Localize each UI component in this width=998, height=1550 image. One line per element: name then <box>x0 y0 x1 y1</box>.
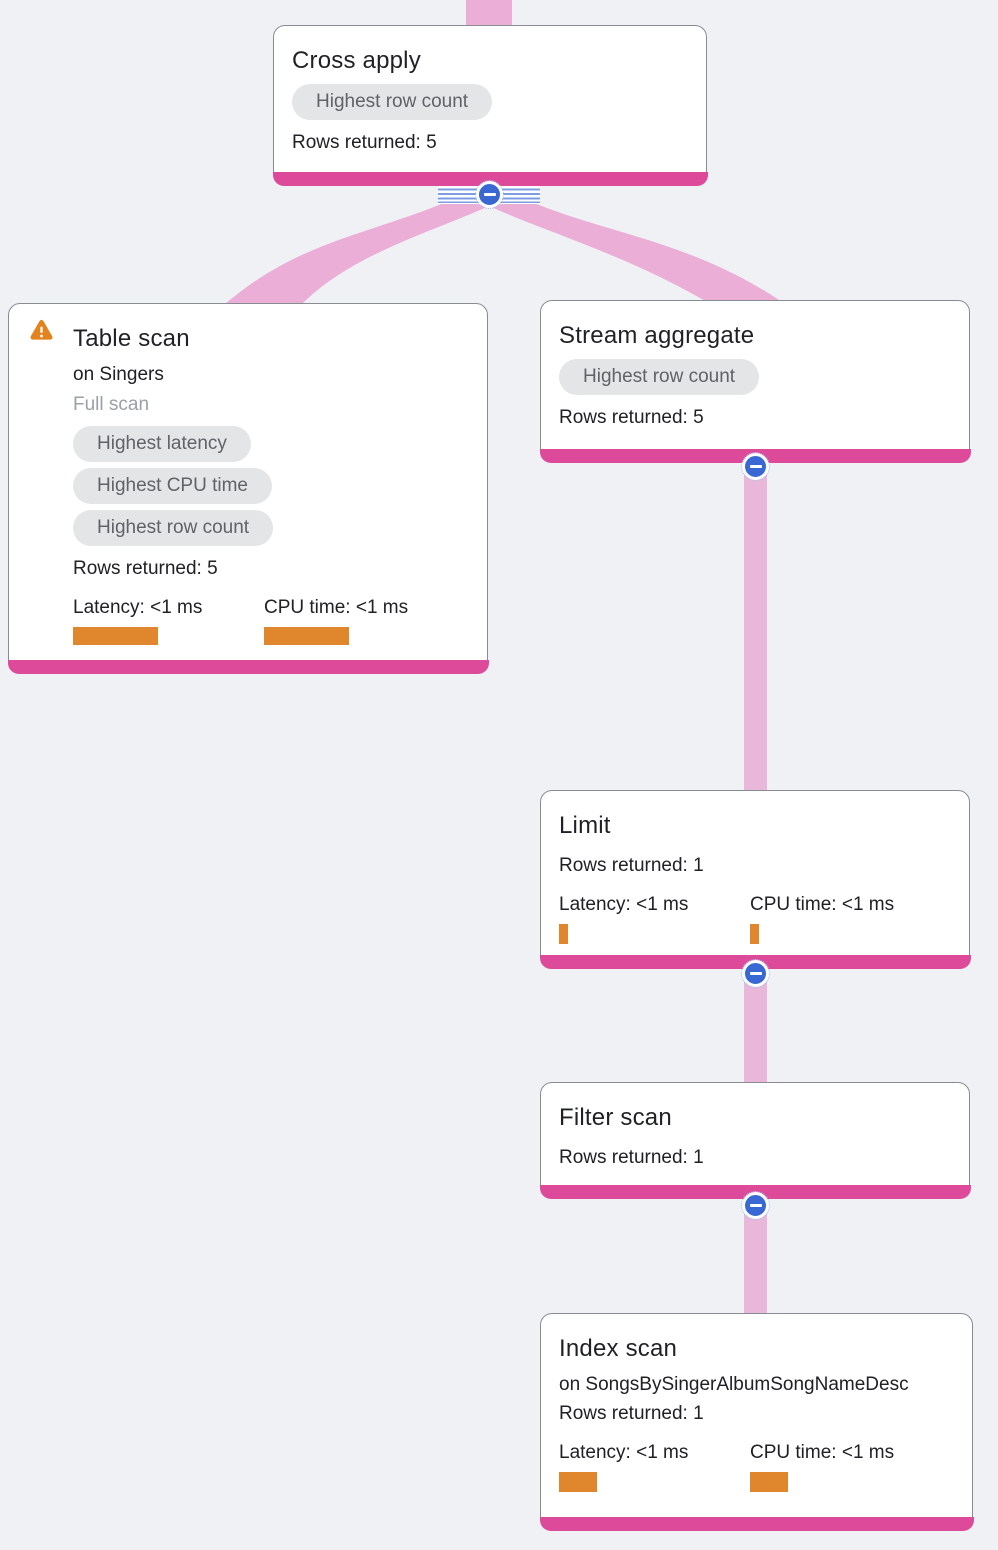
cpu-bar <box>750 1472 788 1492</box>
node-note: Full scan <box>73 394 150 415</box>
node-table-scan[interactable]: Table scan on Singers Full scan Highest … <box>7 303 489 674</box>
cpu-label: CPU time: <1 ms <box>750 1442 895 1463</box>
node-title: Limit <box>559 812 611 839</box>
cpu-metric: CPU time: <1 ms <box>750 1440 941 1492</box>
rows-returned: Rows returned: 5 <box>73 558 218 579</box>
edge-stream-aggregate-to-limit <box>744 452 767 795</box>
warning-icon <box>28 317 55 344</box>
latency-label: Latency: <1 ms <box>559 894 689 915</box>
cpu-bar <box>750 924 759 944</box>
node-title: Cross apply <box>292 47 421 74</box>
latency-metric: Latency: <1 ms <box>559 892 750 944</box>
rows-returned: Rows returned: 1 <box>559 1403 704 1424</box>
edge-filter-scan-to-index-scan <box>744 1190 767 1320</box>
rows-returned: Rows returned: 1 <box>559 855 704 876</box>
badge-highest-row-count: Highest row count <box>292 84 493 120</box>
node-title: Stream aggregate <box>559 322 755 349</box>
cpu-metric: CPU time: <1 ms <box>264 595 455 645</box>
card-accent-bar <box>272 171 708 186</box>
node-subtitle: on SongsBySingerAlbumSongNameDesc <box>559 1374 909 1395</box>
node-cross-apply[interactable]: Cross apply Highest row count Rows retur… <box>272 25 708 186</box>
collapse-button-limit[interactable] <box>741 959 770 988</box>
minus-icon <box>749 465 762 468</box>
collapse-button-stream-aggregate[interactable] <box>741 452 770 481</box>
badge-highest-row-count: Highest row count <box>559 359 760 395</box>
card-accent-bar <box>7 659 489 674</box>
node-subtitle: on Singers <box>73 364 164 385</box>
node-title: Filter scan <box>559 1104 672 1131</box>
minus-icon <box>749 972 762 975</box>
latency-label: Latency: <1 ms <box>73 597 203 618</box>
cpu-bar <box>264 627 349 645</box>
card-accent-bar <box>539 1184 971 1199</box>
edge-limit-to-filter-scan <box>744 958 767 1088</box>
cpu-metric: CPU time: <1 ms <box>750 892 941 944</box>
collapse-button-cross-apply[interactable] <box>475 180 504 209</box>
cpu-label: CPU time: <1 ms <box>750 894 895 915</box>
node-stream-aggregate[interactable]: Stream aggregate Highest row count Rows … <box>539 300 971 463</box>
node-filter-scan[interactable]: Filter scan Rows returned: 1 <box>539 1082 971 1199</box>
latency-metric: Latency: <1 ms <box>559 1440 750 1492</box>
badge-highest-cpu-time: Highest CPU time <box>73 468 272 504</box>
collapse-button-filter-scan[interactable] <box>741 1191 770 1220</box>
latency-label: Latency: <1 ms <box>559 1442 689 1463</box>
edge-cross-apply-to-table-scan <box>225 200 489 304</box>
node-title: Table scan <box>73 325 190 352</box>
latency-metric: Latency: <1 ms <box>73 595 264 645</box>
latency-bar <box>73 627 158 645</box>
rows-returned: Rows returned: 5 <box>559 407 704 428</box>
card-accent-bar <box>539 1516 974 1531</box>
rows-returned: Rows returned: 5 <box>292 132 437 153</box>
cpu-label: CPU time: <1 ms <box>264 597 409 618</box>
minus-icon <box>749 1204 762 1207</box>
node-index-scan[interactable]: Index scan on SongsBySingerAlbumSongName… <box>539 1313 974 1531</box>
node-title: Index scan <box>559 1335 678 1362</box>
latency-bar <box>559 1472 597 1492</box>
node-limit[interactable]: Limit Rows returned: 1 Latency: <1 ms CP… <box>539 790 971 969</box>
badge-highest-latency: Highest latency <box>73 426 251 462</box>
badge-highest-row-count: Highest row count <box>73 510 274 546</box>
rows-returned: Rows returned: 1 <box>559 1147 704 1168</box>
minus-icon <box>483 193 496 196</box>
latency-bar <box>559 924 568 944</box>
edge-cross-apply-to-stream-aggregate <box>489 200 782 302</box>
